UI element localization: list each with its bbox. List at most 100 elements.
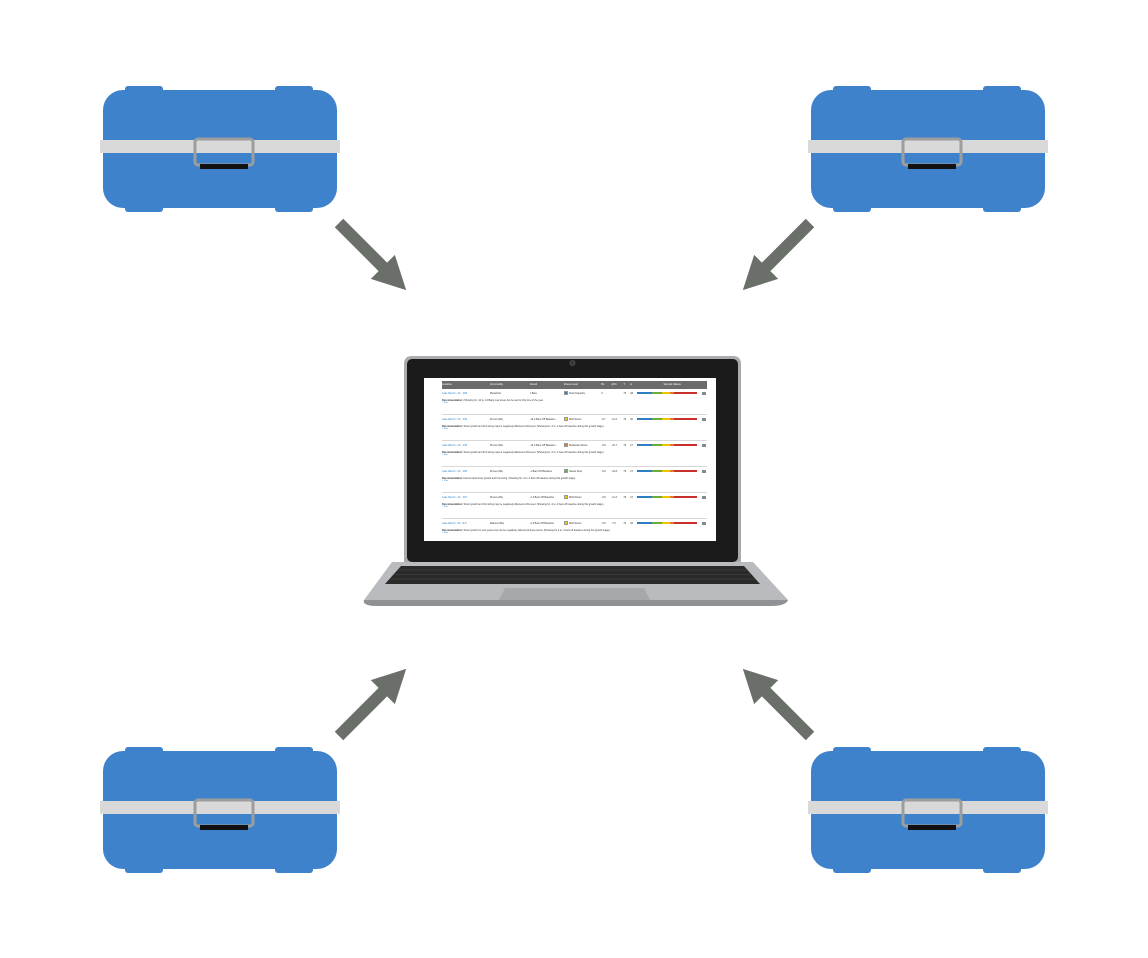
commodity-cell: Prunes (BL) [489,495,504,499]
sample-values-bar [637,496,698,498]
result-cell: -2.4 Bars Off Baseline [529,495,555,499]
bar-segment [652,444,663,446]
chart-icon[interactable] [702,391,707,395]
header-avg: AVG [611,383,617,386]
recommendation-label: Recommendation: [442,451,463,454]
chart-icon[interactable] [702,521,707,525]
result-cell: -14.4 Bars Off Baseline [529,443,556,447]
recommendation-text: Shoot growth and fruit sizing may be neg… [463,451,605,454]
h-cell: 27 [630,495,634,499]
location-link[interactable]: Lake Ranch - FF - 007 [442,495,468,499]
recommendation: Recommendation: Shoot growth and fruit s… [442,451,707,454]
arrow-icon-bottom-right [730,656,823,749]
sample-values-cell [637,443,707,447]
plot-link[interactable]: + Plot [442,402,448,404]
bar-segment [674,496,698,498]
avg-cell: -10.8 [611,469,618,473]
header-t: T [623,383,625,386]
stress-label: Mild Stress [569,521,582,525]
stress-cell: Mild Stress [563,416,602,422]
stress-swatch [563,468,569,474]
chart-icon[interactable] [702,469,707,473]
recommendation: Recommendation: Shoot growth and fruit s… [442,503,707,506]
location-link[interactable]: Lake Ranch - FF - 008 [442,469,468,473]
avg-cell: -11.4 [611,417,617,421]
stress-cell: Moderate Stress [563,442,602,448]
location-link[interactable]: Lake Ranch - FF - 009 [442,443,468,447]
sample-values-bar [637,418,698,420]
recommendation: Recommendation: Shoot growth and fruit s… [442,425,707,428]
plot-link[interactable]: + Plot [442,506,448,508]
plot-link[interactable]: + Plot [442,428,448,430]
stress-label: Mild Stress [569,495,582,499]
bar-segment [637,470,653,472]
recommendation-text: Favors rapid shoot growth and fruit sizi… [463,477,576,480]
header-bx: Bx [601,383,605,386]
commodity-cell: Prunes (BL) [489,469,504,473]
stress-swatch [563,390,569,396]
recommendation-label: Recommendation: [442,529,463,532]
t-cell: 79 [623,417,627,421]
stress-cell: Sweet Spot [563,468,602,474]
bar-segment [637,444,653,446]
bx-cell: 0 [601,391,603,395]
header-location: Location [442,383,452,386]
stress-cell: Mild Stress [563,520,602,526]
bar-segment [652,496,663,498]
recommendation-text: (Showing for -10 to -14 Bars) Low stress… [463,399,544,402]
location-link[interactable]: Lake Ranch - FF - 008 [442,391,468,395]
equipment-case-icon-top-left [98,84,342,214]
commodity-cell: Prunes (BL) [489,443,504,447]
h-cell: 27 [630,443,634,447]
avg-cell: -7.9 [611,521,616,525]
bar-segment [670,496,675,498]
h-cell: 26 [630,521,634,525]
bar-segment [662,522,671,524]
chart-icon[interactable] [702,495,707,499]
avg-cell: -11.3 [611,495,617,499]
recommendation-text: Shoot growth for next years crop can be … [463,529,611,532]
h-cell: 27 [630,469,634,473]
table-row: Lake Ranch - FF - 007 Prunes (BL) -2.4 Bar… [442,493,707,519]
commodity-cell: Walnuts (BL) [489,521,505,525]
header-result: Result [529,383,538,386]
chart-icon[interactable] [702,443,707,447]
bar-segment [674,392,698,394]
bar-segment [637,418,653,420]
bar-segment [652,418,663,420]
plot-link[interactable]: + Plot [442,480,448,482]
t-cell: 79 [623,391,627,395]
avg-cell: -10.7 [611,443,618,447]
commodity-cell: Pistachios [489,391,502,395]
bar-segment [674,470,698,472]
plot-link[interactable]: + Plot [442,532,448,534]
bar-segment [662,496,671,498]
stress-swatch [563,520,569,526]
bar-segment [652,470,663,472]
location-link[interactable]: Lake Ranch - FF - 009 [442,417,468,421]
equipment-case-icon-bottom-left [98,745,342,875]
laptop-screen: Location Commodity Result Stress Level B… [424,378,716,541]
chart-icon[interactable] [702,417,707,421]
t-cell: 79 [623,495,627,499]
arrow-icon-bottom-left [326,656,419,749]
location-link[interactable]: Lake Ranch - 06 - E-6 [442,521,467,525]
stress-swatch [563,416,569,422]
arrow-icon-top-left [326,210,419,303]
recommendation-label: Recommendation: [442,399,463,402]
bx-cell: -9.8 [601,443,606,447]
recommendation-text: Shoot growth and fruit sizing may be neg… [463,503,605,506]
header-commodity: Commodity [489,383,503,386]
recommendation: Recommendation: Favors rapid shoot growt… [442,477,707,480]
bar-segment [637,392,653,394]
table-header: Location Commodity Result Stress Level B… [442,381,707,389]
plot-link[interactable]: + Plot [442,454,448,456]
header-h: H [630,383,633,386]
header-stress-level: Stress Level [563,383,578,386]
bar-segment [662,470,671,472]
